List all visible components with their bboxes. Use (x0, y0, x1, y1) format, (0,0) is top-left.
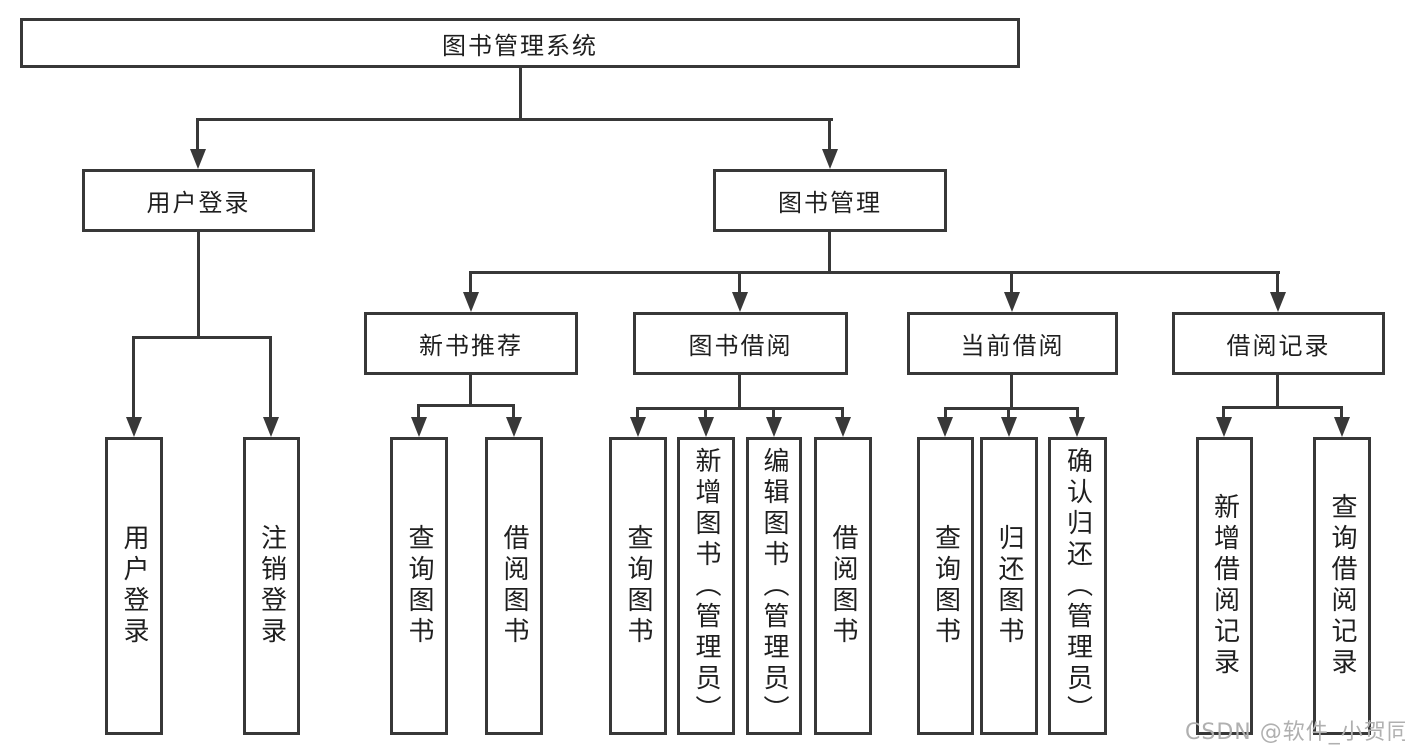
connector-line (841, 407, 844, 417)
connector-line (636, 407, 639, 417)
csdn-watermark: CSDN @软件_小贺同学 (1185, 720, 1405, 745)
leaf-borrow-book-2: 借阅图书 (814, 437, 872, 735)
connector-line (469, 271, 472, 292)
connector-line (417, 404, 420, 417)
leaf-return-book: 归还图书 (980, 437, 1038, 735)
connector-line (738, 271, 741, 292)
leaf-confirm-return-admin-label: 确认归还（管理员） (1062, 446, 1093, 726)
connector-line (512, 404, 515, 417)
leaf-add-book-admin: 新增图书（管理员） (677, 437, 735, 735)
connector-line (944, 407, 947, 417)
connector-line (1007, 407, 1010, 417)
node-new-book-recommend-label: 新书推荐 (419, 332, 523, 360)
leaf-user-login: 用户登录 (105, 437, 163, 735)
arrow-down-icon (937, 417, 953, 437)
arrow-down-icon (630, 417, 646, 437)
node-borrow-record: 借阅记录 (1172, 312, 1385, 375)
leaf-query-book-3-label: 查询图书 (930, 524, 961, 648)
arrow-down-icon (835, 417, 851, 437)
leaf-add-borrow-record-label: 新增借阅记录 (1209, 493, 1240, 679)
arrow-down-icon (766, 417, 782, 437)
node-user-login: 用户登录 (82, 169, 315, 232)
arrow-down-icon (732, 292, 748, 312)
node-new-book-recommend: 新书推荐 (364, 312, 578, 375)
connector-line (828, 118, 831, 149)
connector-line (269, 336, 272, 417)
leaf-query-book-3: 查询图书 (917, 437, 974, 735)
node-book-borrow: 图书借阅 (633, 312, 848, 375)
node-book-management-label: 图书管理 (778, 189, 882, 217)
connector-line (197, 118, 833, 121)
connector-line (1222, 406, 1225, 417)
leaf-query-book-1-label: 查询图书 (404, 524, 434, 648)
arrow-down-icon (1001, 417, 1017, 437)
leaf-borrow-book-2-label: 借阅图书 (828, 524, 858, 648)
arrow-down-icon (190, 149, 206, 169)
leaf-user-login-label: 用户登录 (119, 524, 149, 648)
leaf-query-book-2: 查询图书 (609, 437, 667, 735)
arrow-down-icon (698, 417, 714, 437)
connector-line (1010, 271, 1013, 292)
connector-line (1010, 375, 1013, 410)
node-book-borrow-label: 图书借阅 (688, 332, 793, 360)
connector-line (944, 407, 1079, 410)
connector-line (704, 407, 707, 417)
connector-line (1276, 375, 1279, 409)
connector-line (469, 271, 1280, 274)
arrow-down-icon (1334, 417, 1350, 437)
leaf-query-book-2-label: 查询图书 (623, 524, 653, 648)
leaf-logout: 注销登录 (243, 437, 300, 735)
connector-line (828, 232, 831, 274)
arrow-down-icon (822, 149, 838, 169)
leaf-confirm-return-admin: 确认归还（管理员） (1048, 437, 1107, 735)
connector-line (469, 375, 472, 407)
leaf-edit-book-admin: 编辑图书（管理员） (746, 437, 802, 735)
connector-line (738, 375, 741, 410)
arrow-down-icon (1216, 417, 1232, 437)
connector-line (1076, 407, 1079, 417)
connector-line (132, 336, 135, 417)
connector-line (197, 232, 200, 339)
leaf-query-borrow-record: 查询借阅记录 (1313, 437, 1371, 735)
leaf-borrow-book-1-label: 借阅图书 (499, 524, 529, 648)
node-book-management: 图书管理 (713, 169, 947, 232)
node-borrow-record-label: 借阅记录 (1226, 332, 1331, 360)
arrow-down-icon (1270, 292, 1286, 312)
leaf-edit-book-admin-label: 编辑图书（管理员） (759, 446, 789, 726)
leaf-add-borrow-record: 新增借阅记录 (1196, 437, 1253, 735)
leaf-query-borrow-record-label: 查询借阅记录 (1327, 493, 1357, 679)
arrow-down-icon (1069, 417, 1085, 437)
connector-line (196, 118, 199, 149)
leaf-logout-label: 注销登录 (256, 524, 287, 648)
node-current-borrow: 当前借阅 (907, 312, 1118, 375)
connector-line (636, 407, 844, 410)
connector-line (772, 407, 775, 417)
leaf-borrow-book-1: 借阅图书 (485, 437, 543, 735)
node-user-login-label: 用户登录 (146, 189, 251, 217)
connector-line (519, 68, 522, 121)
connector-line (132, 336, 272, 339)
node-current-borrow-label: 当前借阅 (960, 332, 1065, 360)
connector-line (417, 404, 515, 407)
node-root-label: 图书管理系统 (442, 31, 598, 60)
node-root: 图书管理系统 (20, 18, 1020, 68)
arrow-down-icon (463, 292, 479, 312)
arrow-down-icon (411, 417, 427, 437)
arrow-down-icon (126, 417, 142, 437)
arrow-down-icon (1004, 292, 1020, 312)
leaf-add-book-admin-label: 新增图书（管理员） (691, 446, 721, 726)
arrow-down-icon (506, 417, 522, 437)
connector-line (1223, 406, 1343, 409)
leaf-return-book-label: 归还图书 (994, 524, 1024, 648)
arrow-down-icon (263, 417, 279, 437)
leaf-query-book-1: 查询图书 (390, 437, 448, 735)
connector-line (1340, 406, 1343, 417)
connector-line (1276, 271, 1279, 292)
